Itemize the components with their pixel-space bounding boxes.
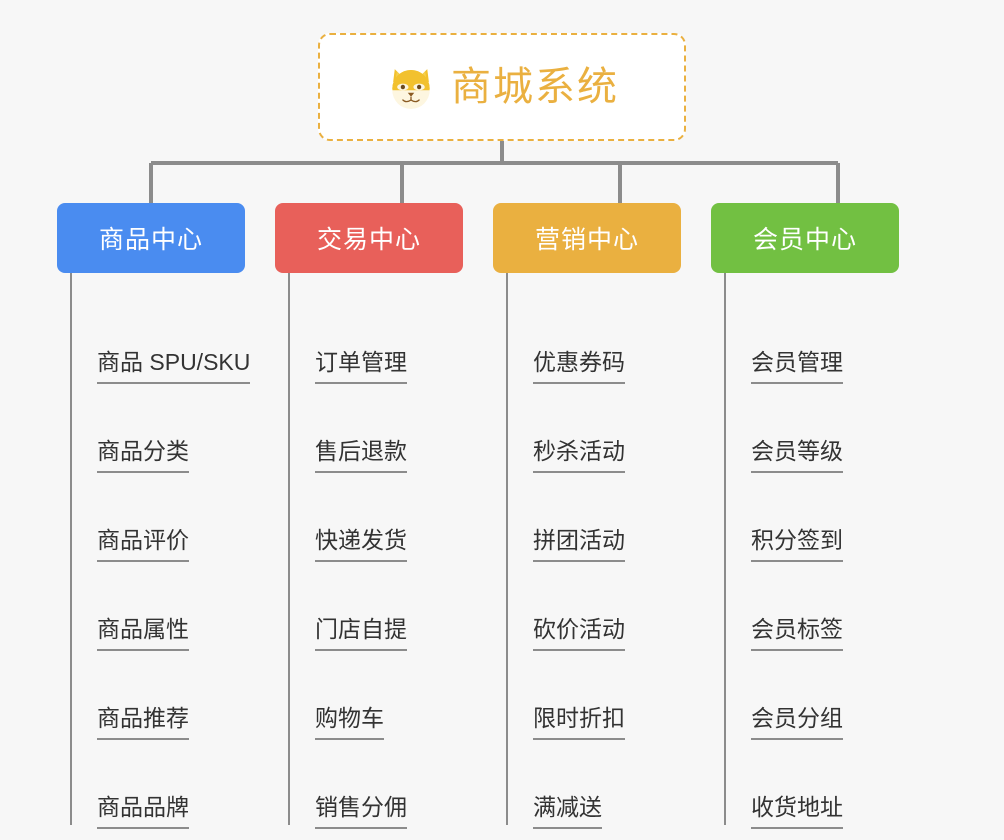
list-item[interactable]: 限时折扣 — [506, 651, 681, 740]
list-item-label: 快递发货 — [315, 527, 407, 562]
list-item-label: 会员分组 — [751, 705, 843, 740]
list-item-label: 会员标签 — [751, 616, 843, 651]
branch-column-product: 商品中心 商品 SPU/SKU 商品分类 商品评价 商品属性 商品推荐 商品品牌 — [57, 203, 251, 829]
list-item[interactable]: 商品评价 — [70, 473, 245, 562]
list-item-label: 优惠券码 — [533, 349, 625, 384]
root-node[interactable]: 商城系统 — [318, 33, 686, 141]
branch-rail — [724, 273, 726, 825]
list-item[interactable]: 拼团活动 — [506, 473, 681, 562]
list-item[interactable]: 会员分组 — [724, 651, 899, 740]
list-item-label: 商品评价 — [97, 527, 189, 562]
list-item[interactable]: 商品品牌 — [70, 740, 245, 829]
list-item[interactable]: 商品推荐 — [70, 651, 245, 740]
list-item-label: 商品 SPU/SKU — [97, 349, 251, 384]
list-item-label: 满减送 — [533, 794, 602, 829]
branch-header-product[interactable]: 商品中心 — [57, 203, 245, 273]
list-item-label: 拼团活动 — [533, 527, 625, 562]
list-item-label: 砍价活动 — [533, 616, 625, 651]
branch-column-member: 会员中心 会员管理 会员等级 积分签到 会员标签 会员分组 收货地址 — [711, 203, 899, 829]
list-item-label: 收货地址 — [751, 794, 843, 829]
list-item[interactable]: 商品分类 — [70, 384, 245, 473]
list-item-label: 购物车 — [315, 705, 384, 740]
root-title: 商城系统 — [451, 65, 619, 109]
branch-header-marketing[interactable]: 营销中心 — [493, 203, 681, 273]
list-item[interactable]: 秒杀活动 — [506, 384, 681, 473]
branch-header-label: 会员中心 — [752, 226, 857, 254]
list-item[interactable]: 售后退款 — [288, 384, 463, 473]
list-item-label: 秒杀活动 — [533, 438, 625, 473]
list-item[interactable]: 会员等级 — [724, 384, 899, 473]
branch-header-label: 交易中心 — [316, 226, 421, 254]
list-item-label: 会员等级 — [751, 438, 843, 473]
branch-header-label: 商品中心 — [98, 226, 203, 254]
list-item-label: 积分签到 — [751, 527, 843, 562]
branch-rail — [70, 273, 72, 825]
branch-column-trade: 交易中心 订单管理 售后退款 快递发货 门店自提 购物车 销售分佣 — [275, 203, 463, 829]
list-item[interactable]: 优惠券码 — [506, 295, 681, 384]
list-item[interactable]: 满减送 — [506, 740, 681, 829]
list-item-label: 订单管理 — [315, 349, 407, 384]
list-item[interactable]: 收货地址 — [724, 740, 899, 829]
list-item-label: 商品分类 — [97, 438, 189, 473]
list-item-label: 商品推荐 — [97, 705, 189, 740]
list-item[interactable]: 砍价活动 — [506, 562, 681, 651]
branch-item-list-product: 商品 SPU/SKU 商品分类 商品评价 商品属性 商品推荐 商品品牌 — [57, 273, 251, 829]
branch-header-label: 营销中心 — [534, 226, 639, 254]
list-item-label: 售后退款 — [315, 438, 407, 473]
shiba-dog-face-icon — [392, 69, 430, 109]
list-item[interactable]: 会员标签 — [724, 562, 899, 651]
list-item[interactable]: 商品属性 — [70, 562, 245, 651]
branch-item-list-marketing: 优惠券码 秒杀活动 拼团活动 砍价活动 限时折扣 满减送 — [493, 273, 681, 829]
branch-rail — [288, 273, 290, 825]
list-item[interactable]: 订单管理 — [288, 295, 463, 384]
list-item[interactable]: 商品 SPU/SKU — [70, 295, 251, 384]
branch-item-list-member: 会员管理 会员等级 积分签到 会员标签 会员分组 收货地址 — [711, 273, 899, 829]
branch-columns: 商品中心 商品 SPU/SKU 商品分类 商品评价 商品属性 商品推荐 商品品牌… — [0, 203, 1004, 829]
list-item-label: 会员管理 — [751, 349, 843, 384]
branch-rail — [506, 273, 508, 825]
list-item[interactable]: 快递发货 — [288, 473, 463, 562]
list-item-label: 商品属性 — [97, 616, 189, 651]
root-node-container: 商城系统 — [0, 33, 1004, 141]
branch-header-trade[interactable]: 交易中心 — [275, 203, 463, 273]
list-item-label: 销售分佣 — [315, 794, 407, 829]
branch-item-list-trade: 订单管理 售后退款 快递发货 门店自提 购物车 销售分佣 — [275, 273, 463, 829]
list-item[interactable]: 会员管理 — [724, 295, 899, 384]
branch-header-member[interactable]: 会员中心 — [711, 203, 899, 273]
branch-column-marketing: 营销中心 优惠券码 秒杀活动 拼团活动 砍价活动 限时折扣 满减送 — [493, 203, 681, 829]
list-item[interactable]: 销售分佣 — [288, 740, 463, 829]
list-item[interactable]: 购物车 — [288, 651, 463, 740]
list-item-label: 商品品牌 — [97, 794, 189, 829]
list-item[interactable]: 积分签到 — [724, 473, 899, 562]
list-item[interactable]: 门店自提 — [288, 562, 463, 651]
list-item-label: 门店自提 — [315, 616, 407, 651]
list-item-label: 限时折扣 — [533, 705, 625, 740]
